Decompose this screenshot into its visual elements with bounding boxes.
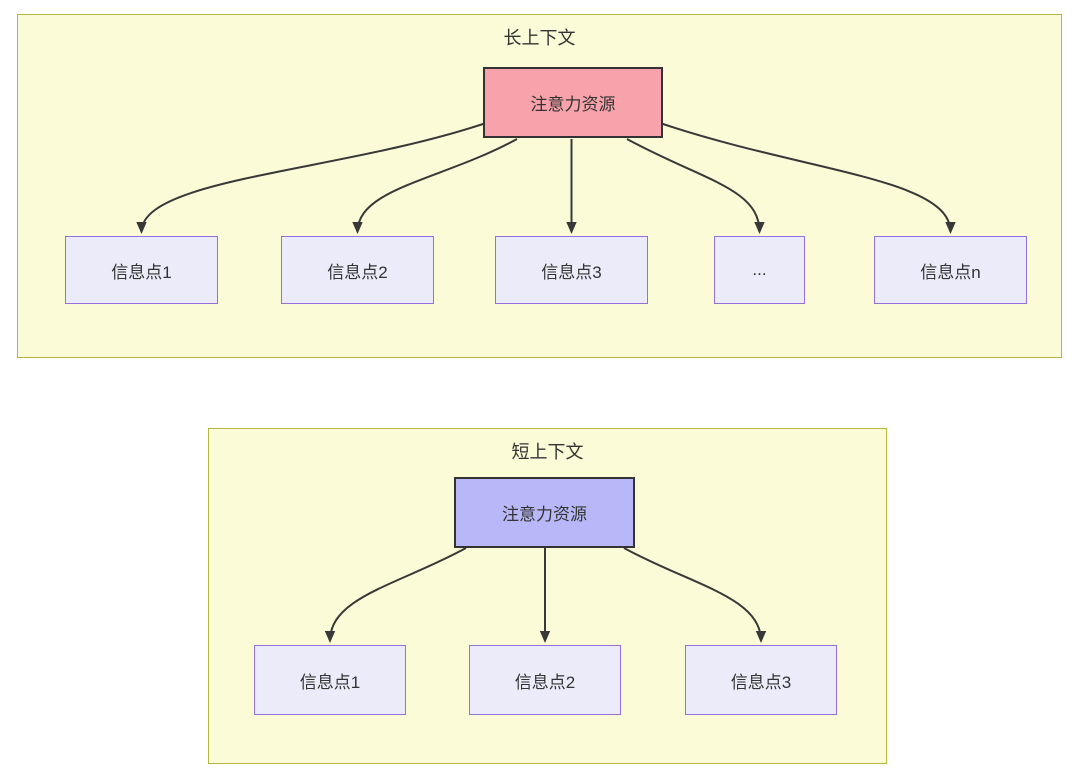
info-point-label: 信息点n [920, 262, 981, 282]
info-point-label: 信息点2 [514, 672, 576, 692]
info-point-label: 信息点3 [730, 672, 792, 692]
info-point-node-ellipsis: ... [714, 236, 805, 304]
info-point-node: 信息点n [874, 236, 1027, 304]
info-point-label: 信息点3 [541, 262, 602, 282]
info-point-node: 信息点3 [495, 236, 648, 304]
attention-resource-node-long: 注意力资源 [483, 67, 663, 138]
info-point-label: 信息点1 [299, 672, 361, 692]
info-point-node: 信息点2 [281, 236, 434, 304]
long-context-cluster: 长上下文 [17, 14, 1062, 358]
info-point-label: 信息点1 [111, 262, 172, 282]
attention-resource-label: 注意力资源 [530, 95, 616, 114]
short-context-cluster-title: 短上下文 [511, 442, 584, 462]
attention-resource-node-short: 注意力资源 [454, 477, 635, 548]
info-point-label: ... [752, 260, 767, 279]
long-context-cluster-title: 长上下文 [503, 28, 576, 48]
info-point-node: 信息点2 [469, 645, 621, 715]
info-point-node: 信息点1 [254, 645, 406, 715]
info-point-label: 信息点2 [327, 262, 388, 282]
attention-resource-label: 注意力资源 [502, 505, 587, 524]
info-point-node: 信息点1 [65, 236, 218, 304]
info-point-node: 信息点3 [685, 645, 837, 715]
